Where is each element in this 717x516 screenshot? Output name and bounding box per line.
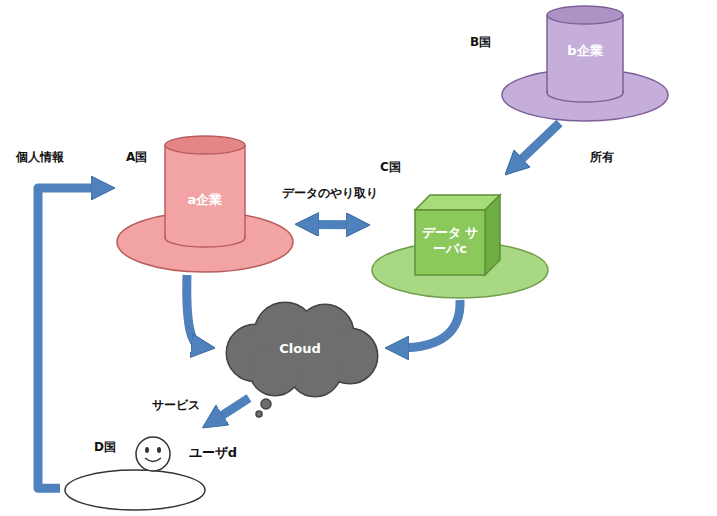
tail-dot xyxy=(261,399,271,409)
edge-label: 個人情報 xyxy=(14,150,66,166)
hat-side xyxy=(622,15,624,93)
cloud-shape: Cloud xyxy=(215,298,385,398)
edge-label: 所有 xyxy=(588,150,616,166)
eye xyxy=(145,447,149,453)
country-label: D国 xyxy=(92,440,118,456)
country-label: B国 xyxy=(468,35,493,51)
node-text: Cloud xyxy=(260,341,340,357)
user-ground xyxy=(65,470,205,510)
company-hat-outline xyxy=(500,3,670,123)
hat-body xyxy=(547,15,623,93)
flow-arrow xyxy=(309,220,356,229)
hat-side xyxy=(546,15,548,93)
node-text: a企業 xyxy=(165,192,245,208)
edge-label: サービス xyxy=(150,398,202,414)
user-node-outline xyxy=(60,428,250,514)
node-text: b企業 xyxy=(547,43,623,59)
user-node: ユーザd xyxy=(60,428,250,514)
company-hat: b企業 xyxy=(500,3,670,123)
hat-body xyxy=(166,145,244,238)
eye xyxy=(157,447,161,453)
hat-body xyxy=(548,15,622,93)
cube-front xyxy=(415,210,485,275)
hat-top xyxy=(547,6,623,24)
flow-arrow xyxy=(214,398,249,420)
cube-side xyxy=(485,195,500,275)
hat-top xyxy=(165,136,245,154)
hat-side xyxy=(164,145,166,238)
server-cube: データ サーバc xyxy=(370,175,550,300)
flow-arrow xyxy=(399,300,460,348)
node-text: ユーザd xyxy=(178,445,248,461)
country-label: A国 xyxy=(124,150,149,166)
face xyxy=(136,437,170,471)
hat-side xyxy=(244,145,246,238)
hat-body xyxy=(165,145,245,238)
edge-label: データのやり取り xyxy=(280,186,380,202)
flow-arrow xyxy=(515,123,559,165)
node-text: データ サーバc xyxy=(417,225,483,258)
mouth xyxy=(145,458,161,462)
flow-arrow xyxy=(187,275,201,347)
country-label: C国 xyxy=(378,160,403,176)
tail-dot xyxy=(256,411,262,417)
